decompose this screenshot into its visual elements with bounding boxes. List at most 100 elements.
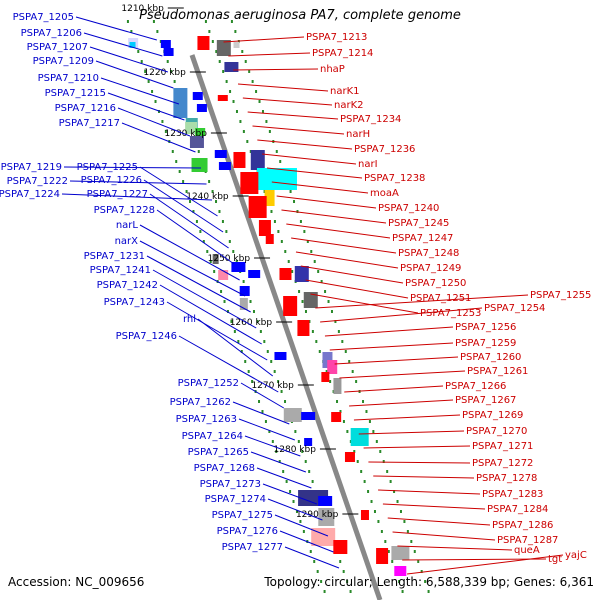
gene-block	[297, 320, 310, 336]
callout-line-left	[100, 77, 180, 105]
orf-dot	[252, 310, 255, 313]
callout-line-left	[267, 498, 323, 521]
gene-block	[231, 262, 246, 272]
callout-line-right	[247, 111, 339, 120]
orf-dot	[287, 260, 290, 263]
gene-block	[301, 412, 316, 420]
callout-line-left	[83, 32, 163, 57]
gene-block	[197, 36, 210, 50]
orf-dot	[370, 500, 373, 503]
orf-dot	[299, 220, 302, 223]
gene-label-right: PSPA7_1255	[530, 290, 591, 301]
callout-line-left	[197, 318, 274, 377]
orf-dot	[396, 500, 399, 503]
callout-line-left	[139, 224, 240, 281]
orf-dot	[427, 590, 430, 593]
callout-line-right	[262, 153, 357, 165]
orf-dot	[291, 270, 294, 273]
gene-label-left: PSPA7_1205	[13, 12, 74, 23]
orf-dot	[164, 130, 167, 133]
orf-dot	[275, 150, 278, 153]
orf-dot	[417, 560, 420, 563]
gene-label-left: PSPA7_1210	[38, 73, 99, 84]
orf-dot	[233, 330, 236, 333]
gene-label-right: PSPA7_1214	[312, 48, 373, 59]
orf-dot	[318, 350, 321, 353]
callout-line-left	[178, 335, 279, 393]
gene-block	[218, 270, 229, 280]
genome-title: Pseudomonas aeruginosa PA7, complete gen…	[139, 8, 461, 23]
orf-dot	[311, 480, 314, 483]
callout-line-right	[378, 489, 481, 495]
callout-line-left	[274, 514, 329, 537]
orf-dot	[280, 240, 283, 243]
orf-dot	[362, 400, 365, 403]
orf-dot	[323, 590, 326, 593]
orf-dot	[204, 20, 207, 23]
gene-label-left: PSPA7_1225	[77, 162, 138, 173]
kbp-tick-label: 1260 kbp	[230, 318, 273, 328]
gene-block	[233, 152, 246, 168]
gene-block	[294, 266, 309, 282]
gene-label-right: PSPA7_1267	[455, 395, 516, 406]
gene-label-right: PSPA7_1286	[492, 520, 553, 531]
orf-dot	[304, 460, 307, 463]
callout-line-right	[397, 545, 513, 551]
callout-line-right	[363, 445, 471, 449]
callout-line-right	[368, 461, 471, 464]
orf-dot	[211, 40, 214, 43]
orf-dot	[220, 290, 223, 293]
orf-dot	[298, 290, 301, 293]
orf-dot	[223, 300, 226, 303]
callout-line-right	[329, 342, 454, 351]
orf-dot	[255, 90, 258, 93]
gene-block	[283, 408, 302, 422]
gene-label-left: PSPA7_1268	[194, 463, 255, 474]
callout-line-left	[139, 240, 246, 297]
callout-line-left	[75, 16, 157, 41]
callout-line-left	[107, 92, 185, 121]
gene-label-left: PSPA7_1209	[33, 56, 94, 67]
callout-line-right	[295, 251, 399, 269]
gene-label-right: PSPA7_1260	[460, 352, 521, 363]
orf-dot	[270, 210, 273, 213]
gene-label-left: PSPA7_1219	[1, 162, 62, 173]
orf-dot	[285, 480, 288, 483]
gene-label-right: PSPA7_1213	[306, 32, 367, 43]
kbp-tick-label: 1270 kbp	[251, 381, 294, 391]
gene-block	[283, 296, 298, 316]
callout-line-right	[349, 399, 454, 407]
kbp-tick-label: 1220 kbp	[143, 68, 186, 78]
gene-label-left: PSPA7_1216	[55, 103, 116, 114]
gene-label-left: PSPA7_1274	[205, 494, 266, 505]
callout-line-right	[339, 370, 466, 379]
orf-dot	[353, 450, 356, 453]
orf-dot	[232, 100, 235, 103]
callout-line-right	[402, 558, 547, 561]
orf-dot	[325, 370, 328, 373]
gene-block	[191, 158, 208, 172]
orf-dot	[237, 340, 240, 343]
gene-label-right: yajC	[565, 550, 587, 561]
orf-dot	[424, 580, 427, 583]
gene-label-left: PSPA7_1241	[90, 265, 151, 276]
orf-dot	[221, 220, 224, 223]
gene-block	[333, 378, 342, 394]
orf-dot	[334, 320, 337, 323]
gene-label-right: narH	[346, 129, 370, 140]
orf-dot	[308, 470, 311, 473]
gene-label-right: narI	[358, 159, 378, 170]
orf-dot	[265, 120, 268, 123]
orf-dot	[209, 260, 212, 263]
gene-block	[333, 540, 348, 554]
gene-label-right: PSPA7_1247	[392, 233, 453, 244]
callout-line-left	[69, 180, 207, 185]
gene-block	[239, 286, 250, 296]
orf-dot	[324, 290, 327, 293]
callout-line-right	[392, 531, 496, 541]
callout-line-right	[266, 167, 363, 179]
gene-label-right: PSPA7_1284	[487, 504, 548, 515]
gene-label-right: PSPA7_1238	[364, 173, 425, 184]
gene-label-left: PSPA7_1206	[21, 28, 82, 39]
orf-dot	[377, 520, 380, 523]
